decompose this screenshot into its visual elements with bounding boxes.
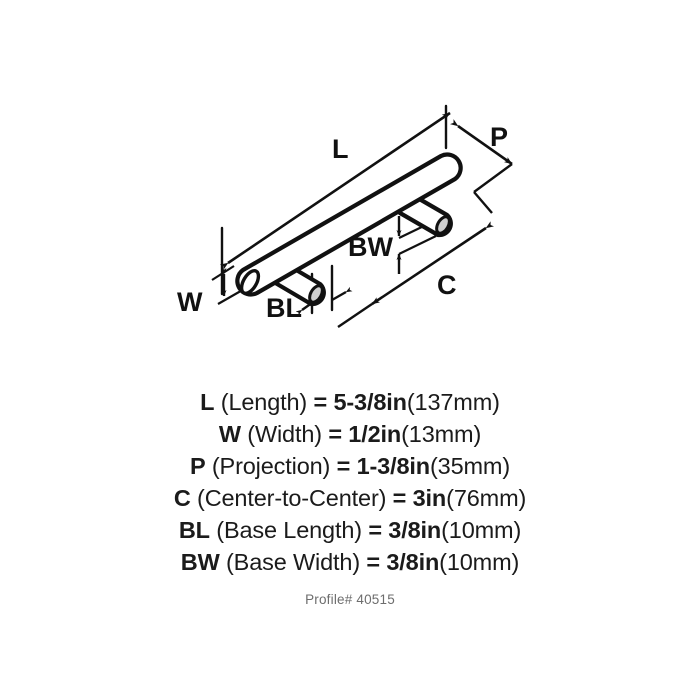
far-post-foot: [435, 215, 451, 235]
spec-eq-w: =: [328, 421, 349, 447]
dimension-label-c: C: [437, 270, 457, 300]
spec-code-p: P: [189, 453, 206, 479]
spec-inch-w: 1/2in: [348, 421, 402, 447]
spec-line-base-length: BL (Base Length) = 3/8in(10mm): [0, 514, 700, 546]
spec-inch-l: 5-3/8in: [333, 389, 407, 415]
spec-mm-bw: (10mm): [439, 549, 520, 575]
dimension-label-bl: BL: [266, 293, 302, 323]
spec-line-width: W (Width) = 1/2in(13mm): [0, 418, 700, 450]
dimension-bl-arrow-right: [331, 286, 353, 302]
spec-mm-l: (137mm): [406, 389, 500, 415]
spec-eq-l: =: [313, 389, 334, 415]
witness-bw-lower: [398, 235, 437, 255]
main-bar: [235, 152, 463, 297]
spec-line-length: L (Length) = 5-3/8in(137mm): [0, 386, 700, 418]
spec-name-p: (Projection): [205, 453, 337, 479]
witness-c-upper: [473, 191, 493, 214]
profile-number: Profile# 40515: [305, 592, 395, 607]
spec-code-bw: BW: [180, 549, 220, 575]
dimension-p-line: [450, 119, 513, 166]
dimension-label-w: W: [177, 287, 203, 317]
spec-code-w: W: [218, 421, 241, 447]
spec-mm-p: (35mm): [429, 453, 511, 479]
dimension-p: P: [450, 119, 513, 193]
spec-eq-c: =: [392, 485, 413, 511]
spec-name-bl: (Base Length): [209, 517, 369, 543]
spec-inch-p: 1-3/8in: [356, 453, 431, 479]
dimension-label-l: L: [332, 134, 349, 164]
near-post-foot: [308, 284, 324, 304]
witness-c-lower: [337, 303, 373, 328]
main-bar-body: [235, 152, 463, 297]
spec-inch-c: 3in: [412, 485, 447, 511]
spec-eq-p: =: [336, 453, 357, 479]
spec-code-c: C: [173, 485, 191, 511]
dimension-label-p: P: [490, 122, 508, 152]
spec-name-w: (Width): [240, 421, 329, 447]
pull-body: [235, 152, 463, 307]
spec-name-l: (Length): [214, 389, 314, 415]
dimension-spec-list: L (Length) = 5-3/8in(137mm) W (Width) = …: [0, 386, 700, 578]
spec-inch-bl: 3/8in: [388, 517, 442, 543]
spec-line-projection: P (Projection) = 1-3/8in(35mm): [0, 450, 700, 482]
spec-mm-w: (13mm): [401, 421, 482, 447]
dimension-c-line: [371, 221, 495, 306]
spec-eq-bw: =: [366, 549, 387, 575]
spec-code-l: L: [200, 389, 215, 415]
dimension-drawing: L P C: [0, 78, 700, 368]
bar-pull-drawing-svg: L P C: [177, 104, 513, 328]
dimension-w: W: [177, 265, 247, 317]
dimension-l: L: [219, 111, 451, 270]
spec-code-bl: BL: [178, 517, 210, 543]
spec-eq-bl: =: [368, 517, 389, 543]
spec-mm-c: (76mm): [446, 485, 527, 511]
spec-line-center-to-center: C (Center-to-Center) = 3in(76mm): [0, 482, 700, 514]
dimension-c: C: [337, 191, 495, 328]
spec-name-bw: (Base Width): [219, 549, 367, 575]
witness-p-lower: [473, 163, 513, 193]
spec-inch-bw: 3/8in: [386, 549, 440, 575]
main-bar-end-cap: [239, 268, 261, 296]
spec-line-base-width: BW (Base Width) = 3/8in(10mm): [0, 546, 700, 578]
spec-mm-bl: (10mm): [441, 517, 522, 543]
dimension-l-line: [219, 111, 451, 270]
spec-name-c: (Center-to-Center): [190, 485, 393, 511]
drawing-geometry: L P C: [177, 104, 513, 328]
